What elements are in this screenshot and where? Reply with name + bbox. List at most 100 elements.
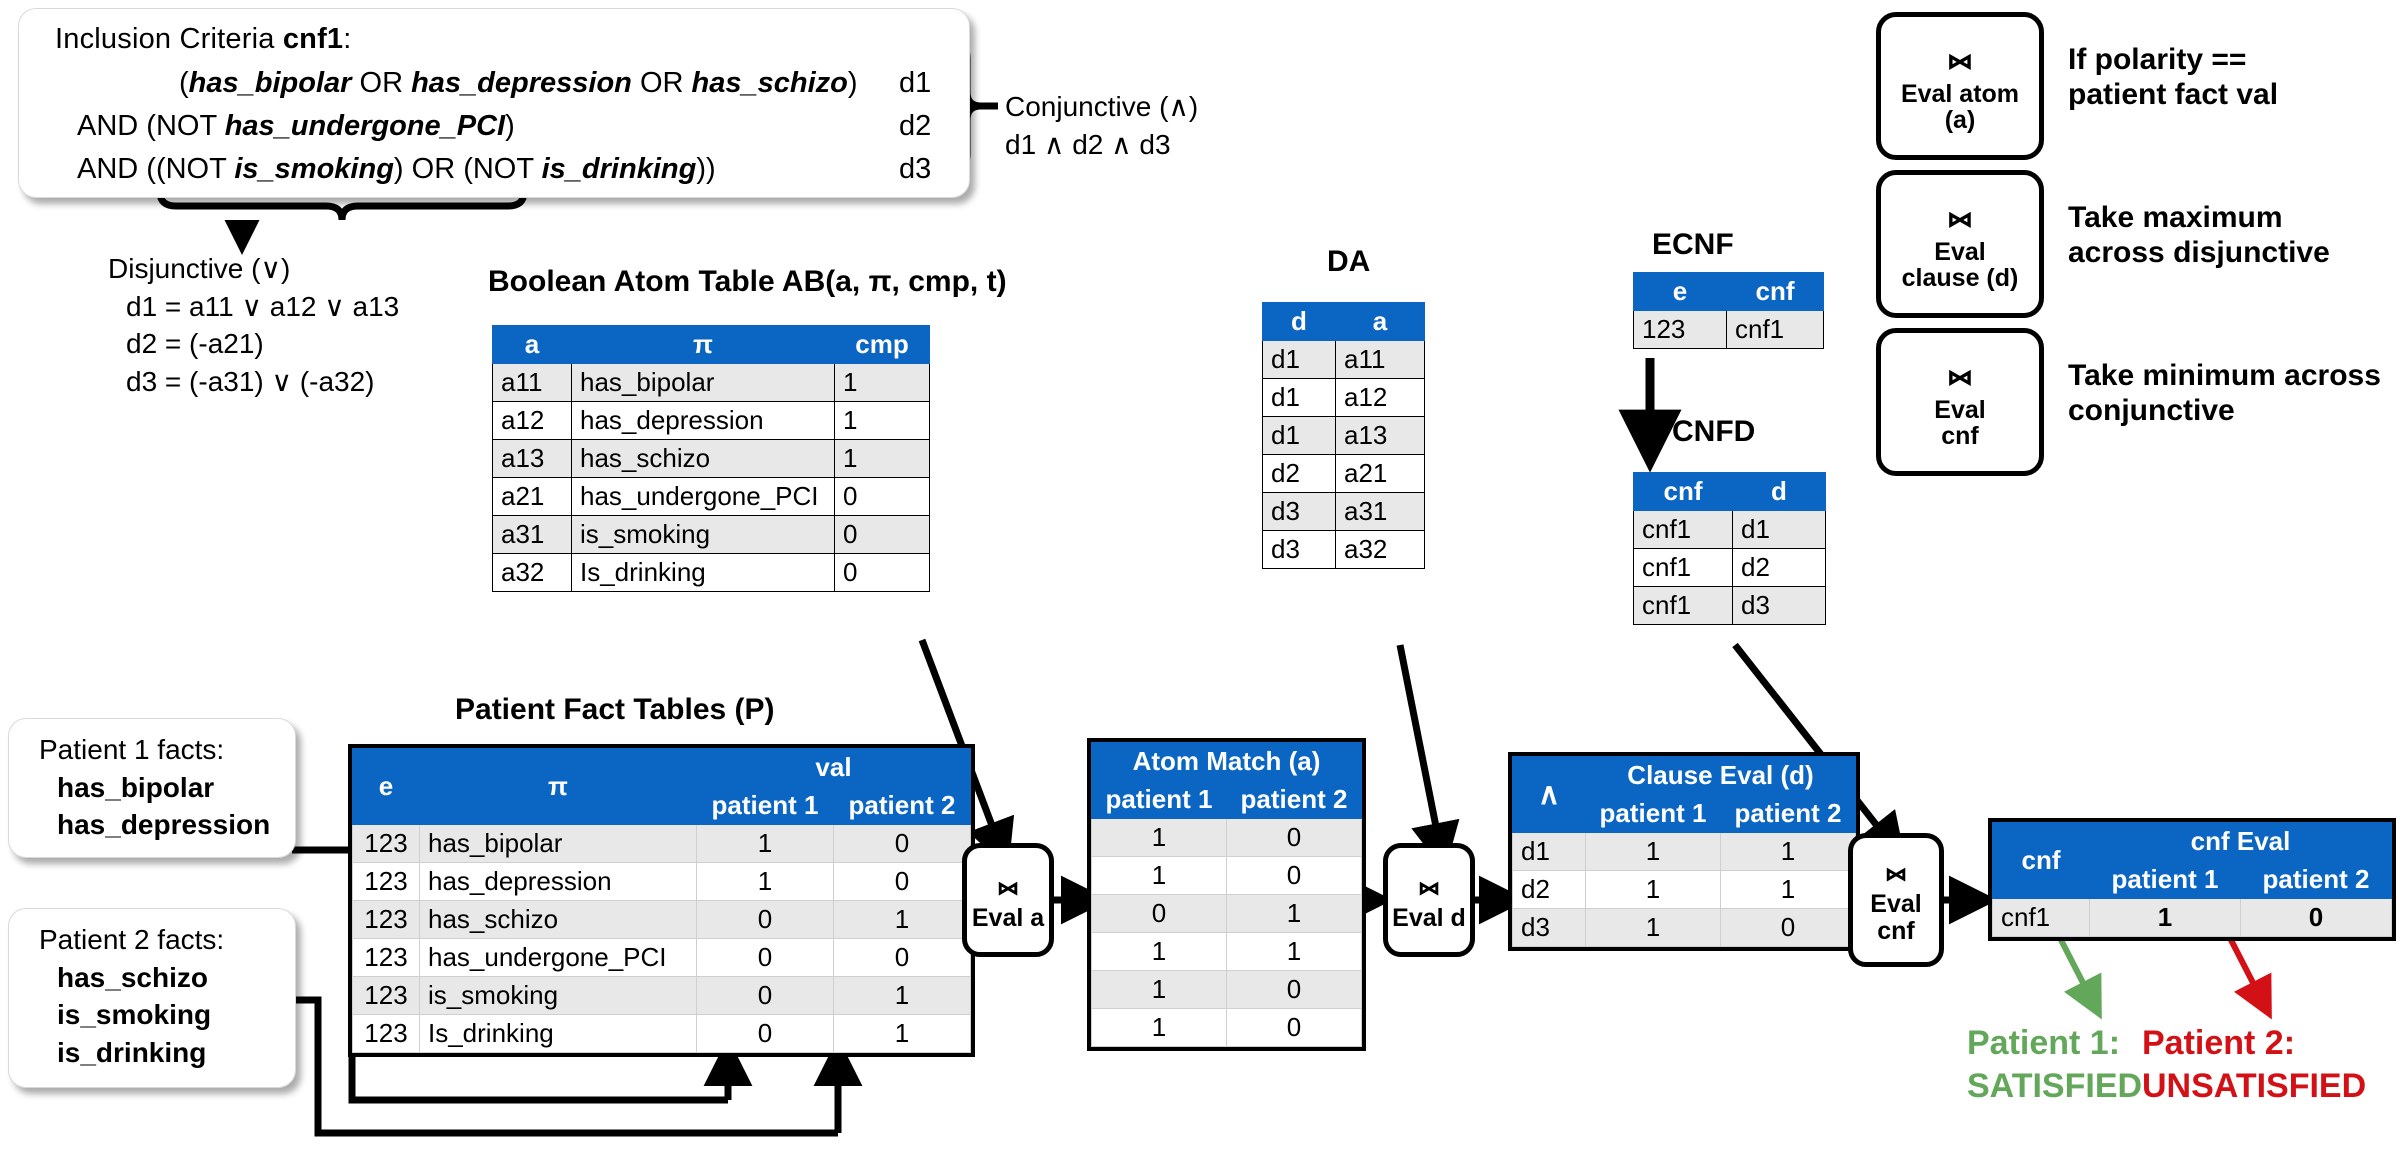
join-bowtie-icon: ⑅ bbox=[997, 865, 1019, 907]
cell-p2: 0 bbox=[1226, 856, 1362, 895]
cell-p2: 1 bbox=[1226, 932, 1362, 971]
inclusion-criteria-callout: Inclusion Criteria cnf1: (has_bipolar OR… bbox=[18, 8, 970, 198]
cell-a: a32 bbox=[1335, 530, 1425, 569]
cell-d: d1 bbox=[1262, 340, 1336, 379]
clause-eval-table-wrap: ∧ Clause Eval (d) patient 1 patient 2 d1… bbox=[1508, 752, 1860, 951]
cell-pi: Is_drinking bbox=[419, 1014, 697, 1053]
da-th-a: a bbox=[1335, 302, 1425, 341]
cell-d: d1 bbox=[1512, 832, 1586, 871]
cell-p2: 0 bbox=[1226, 1008, 1362, 1047]
cell-a: a31 bbox=[1335, 492, 1425, 531]
cell-p1: 1 bbox=[1091, 1008, 1227, 1047]
cnf-th-patient2: patient 2 bbox=[2240, 860, 2392, 899]
join-bowtie-icon: ⑅ bbox=[1885, 852, 1907, 893]
cell-cnf: cnf1 bbox=[1726, 310, 1824, 349]
cell-e: 123 bbox=[352, 900, 420, 939]
cell-p1: 1 bbox=[1091, 856, 1227, 895]
join-node-eval-a[interactable]: ⑅ Eval a bbox=[962, 843, 1054, 957]
da-th-d: d bbox=[1262, 302, 1336, 341]
cell-e: 123 bbox=[1633, 310, 1727, 349]
legend-node-eval-atom: ⑅ Eval atom (a) bbox=[1876, 12, 2044, 160]
join-node-label-line1: Eval bbox=[1870, 890, 1922, 918]
legend-node-label-line1: Eval atom bbox=[1900, 79, 2020, 108]
unsatisfied-arrow bbox=[2227, 936, 2272, 1020]
disjunctive-line-3: d3 = (-a31) ∨ (-a32) bbox=[126, 365, 375, 397]
cnf-th-patient1: patient 1 bbox=[2089, 860, 2241, 899]
ab-table-title: Boolean Atom Table AB(a, π, cmp, t) bbox=[488, 265, 1007, 298]
criteria-label-d3: d3 bbox=[899, 153, 932, 185]
cnf-eval-table: cnf cnf Eval patient 1 patient 2 cnf1 1 … bbox=[1992, 822, 2392, 937]
criteria-title-name: cnf1 bbox=[282, 23, 344, 55]
conjunctive-block: Conjunctive (∧) d1 ∧ d2 ∧ d3 bbox=[1005, 88, 1198, 163]
join-bowtie-icon: ⑅ bbox=[1418, 865, 1440, 907]
join-node-label: Eval a bbox=[971, 903, 1045, 932]
cell-p1: 1 bbox=[1585, 908, 1721, 947]
cell-cmp: 0 bbox=[834, 477, 930, 516]
disjunctive-line-1: d1 = a11 ∨ a12 ∨ a13 bbox=[126, 290, 400, 322]
legend-text-eval-cnf: Take minimum across conjunctive bbox=[2068, 358, 2381, 429]
ab-th-pi: π bbox=[571, 325, 835, 364]
criteria-line-3: AND ((NOT is_smoking) OR (NOT is_drinkin… bbox=[77, 153, 716, 185]
patient-1-facts-title: Patient 1 facts: bbox=[39, 734, 225, 765]
cell-p1: 0 bbox=[696, 938, 834, 977]
cell-d: d1 bbox=[1262, 378, 1336, 417]
cell-a: a13 bbox=[492, 439, 572, 478]
legend-text-line1: If polarity == bbox=[2068, 43, 2247, 76]
table-row: cnf1 1 0 bbox=[1992, 898, 2392, 937]
atom-match-title: Atom Match (a) bbox=[1091, 742, 1362, 781]
disjunctive-line-2: d2 = (-a21) bbox=[126, 328, 264, 360]
result-patient-1-label: Patient 1: bbox=[1967, 1024, 2121, 1062]
cell-p1: 1 bbox=[1585, 832, 1721, 871]
disjunctive-heading: Disjunctive (∨) bbox=[108, 253, 291, 284]
join-node-label: Eval d bbox=[1392, 903, 1466, 932]
cell-p1: 0 bbox=[696, 900, 834, 939]
clause-eval-table: ∧ Clause Eval (d) patient 1 patient 2 d1… bbox=[1512, 756, 1856, 947]
cell-pi: has_schizo bbox=[571, 439, 835, 478]
cell-p1: 1 bbox=[1091, 818, 1227, 857]
cell-p1: 1 bbox=[1091, 932, 1227, 971]
cell-a: a32 bbox=[492, 553, 572, 592]
patient-2-facts-title: Patient 2 facts: bbox=[39, 924, 225, 955]
cell-d: d3 bbox=[1262, 492, 1336, 531]
patient-2-fact-3: is_drinking bbox=[57, 1036, 207, 1068]
cell-cmp: 0 bbox=[834, 553, 930, 592]
legend-node-label-line2: clause (d) bbox=[1901, 264, 2019, 292]
cell-a: a11 bbox=[492, 363, 572, 402]
legend-text-line1: Take maximum bbox=[2068, 201, 2283, 234]
cell-d: d3 bbox=[1262, 530, 1336, 569]
criteria-title-suffix: : bbox=[343, 23, 352, 55]
cell-e: 123 bbox=[352, 824, 420, 863]
join-node-eval-d[interactable]: ⑅ Eval d bbox=[1383, 843, 1475, 957]
p-th-val: val bbox=[696, 748, 971, 787]
p-th-patient1: patient 1 bbox=[696, 786, 834, 825]
cell-cnf: cnf1 bbox=[1992, 898, 2090, 937]
cell-p2: 0 bbox=[833, 824, 971, 863]
criteria-label-d1: d1 bbox=[899, 67, 932, 99]
cell-pi: has_bipolar bbox=[571, 363, 835, 402]
cell-a: a12 bbox=[492, 401, 572, 440]
patient-1-facts-callout: Patient 1 facts: has_bipolar has_depress… bbox=[8, 718, 296, 858]
cell-pi: Is_drinking bbox=[571, 553, 835, 592]
patient-2-fact-1: has_schizo bbox=[57, 961, 208, 993]
result-patient-2-status: UNSATISFIED bbox=[2142, 1066, 2367, 1105]
cell-p2: 1 bbox=[1720, 870, 1856, 909]
join-node-eval-cnf[interactable]: ⑅ Eval cnf bbox=[1848, 833, 1944, 967]
cell-d: d3 bbox=[1512, 908, 1586, 947]
result-patient-1-status: SATISFIED bbox=[1967, 1066, 2143, 1105]
